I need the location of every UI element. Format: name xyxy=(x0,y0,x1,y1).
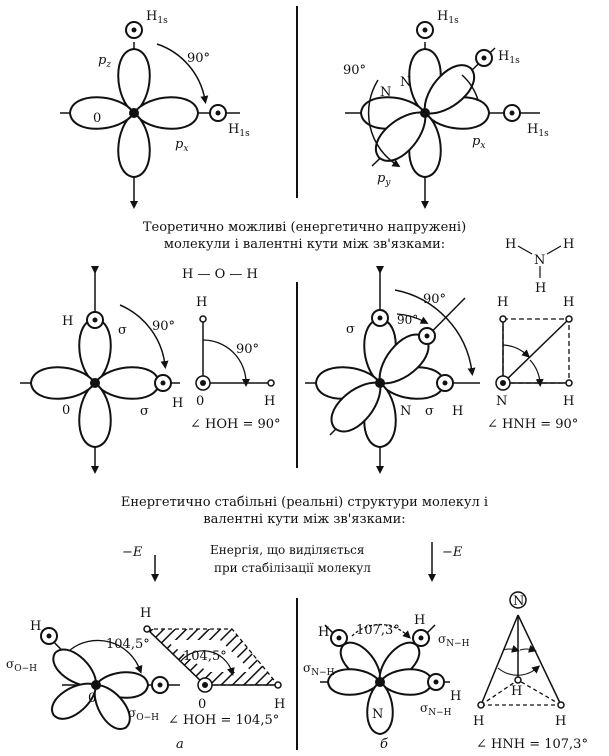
schema-angle-label: 90° xyxy=(236,342,259,357)
py-label: py xyxy=(377,171,391,188)
angle-label: 90° xyxy=(423,292,446,307)
angle-result: ∠ HOH = 90° xyxy=(190,417,281,432)
water-real-scheme xyxy=(143,625,282,693)
schema-h-label: H xyxy=(563,295,574,310)
schema-o-label: 0 xyxy=(198,697,206,712)
px-label: px xyxy=(472,134,485,151)
angle-result: ∠ HNH = 107,3° xyxy=(476,737,588,752)
nitrogen-label: N xyxy=(372,707,383,722)
hydrogen-label: H xyxy=(452,404,463,419)
nitrogen-label: N xyxy=(400,75,411,90)
h1s-label: H1s xyxy=(527,122,549,139)
oxygen-label: 0 xyxy=(88,691,96,706)
h1s-label: H1s xyxy=(146,9,168,26)
ammonia-pyramid xyxy=(477,591,565,709)
angle-label: 90° xyxy=(343,63,366,78)
schema-angle-label: 104,5° xyxy=(183,649,227,664)
h1s-label: H1s xyxy=(437,9,459,26)
hydrogen-1s-orbital xyxy=(475,49,493,67)
schema-h-label: H xyxy=(196,295,207,310)
hydrogen-1s-orbital xyxy=(503,104,521,122)
hydrogen-1s-orbital xyxy=(209,104,227,122)
sigma-label: σ xyxy=(140,404,149,419)
sigma-label: σN−H xyxy=(303,661,335,678)
caption-theoretical: Теоретично можливі (енергетично напружен… xyxy=(0,219,609,253)
hydrogen-label: H xyxy=(414,613,425,628)
hydrogen-label: H xyxy=(172,396,183,411)
pyramid-n-label: N xyxy=(513,594,524,609)
px-label: px xyxy=(175,137,188,154)
ammonia-formula xyxy=(517,245,562,278)
caption-line: Теоретично можливі (енергетично напружен… xyxy=(142,220,467,235)
pz-label: pz xyxy=(98,53,111,70)
angle-label: 107,3° xyxy=(356,623,400,638)
hydrogen-label: H xyxy=(62,314,73,329)
schema-h-label: H xyxy=(497,295,508,310)
ammonia-h: H xyxy=(535,281,546,296)
ammonia-orbital-overlap xyxy=(305,266,480,474)
ammonia-h: H xyxy=(505,237,516,252)
h1s-label: H1s xyxy=(228,122,250,139)
pyramid-h-label: H xyxy=(473,714,484,729)
schema-h-label: H xyxy=(140,606,151,621)
ammonia-bond-scheme xyxy=(495,315,573,391)
sigma-label: σO−H xyxy=(128,706,159,723)
sigma-label: σ xyxy=(425,404,434,419)
energy-note: при стабілізації молекул xyxy=(214,561,371,575)
hydrogen-label: H xyxy=(318,625,329,640)
angle-label: 90° xyxy=(397,313,418,327)
hydrogen-1s-orbital xyxy=(416,21,434,39)
sigma-label: σO−H xyxy=(6,657,37,674)
nitrogen-label: N xyxy=(400,404,411,419)
energy-arrows xyxy=(151,542,436,582)
sigma-label: σ xyxy=(118,323,127,338)
schema-h-label: H xyxy=(274,697,285,712)
oxygen-label: 0 xyxy=(62,403,70,418)
h1s-label: H1s xyxy=(498,49,520,66)
caption-line: молекули і валентні кути між зв'язками: xyxy=(163,237,446,252)
ammonia-h: H xyxy=(563,237,574,252)
caption-line: Енергетично стабільні (реальні) структур… xyxy=(120,495,489,510)
sigma-label: σ xyxy=(346,322,355,337)
nitrogen-label: N xyxy=(380,85,391,100)
ammonia-real-structure xyxy=(320,623,450,735)
oxygen-label: 0 xyxy=(93,111,101,126)
hydrogen-label: H xyxy=(450,689,461,704)
sigma-label: σN−H xyxy=(420,701,452,718)
schema-n-label: N xyxy=(496,394,507,409)
nitrogen-p-orbitals xyxy=(345,21,540,209)
caption-line: валентні кути між зв'язками: xyxy=(203,512,406,527)
schema-o-label: 0 xyxy=(196,394,204,409)
hydrogen-label: H xyxy=(30,619,41,634)
pyramid-h-label: H xyxy=(511,684,522,699)
schema-h-label: H xyxy=(563,394,574,409)
sigma-label: σN−H xyxy=(438,632,470,649)
hydrogen-1s-orbital xyxy=(125,21,143,39)
water-real-structure xyxy=(40,627,180,736)
angle-result: ∠ HOH = 104,5° xyxy=(168,713,279,728)
panel-label: a xyxy=(176,737,184,752)
caption-stable: Енергетично стабільні (реальні) структур… xyxy=(0,494,609,528)
angle-label: 90° xyxy=(152,319,175,334)
panel-label: б xyxy=(380,737,388,752)
pyramid-h-label: H xyxy=(555,714,566,729)
oxygen-p-orbitals xyxy=(60,21,240,209)
water-formula: H — O — H xyxy=(182,267,258,282)
energy-note: Енергія, що виділяється xyxy=(210,543,364,557)
angle-label: 90° xyxy=(187,51,210,66)
angle-result: ∠ HNH = 90° xyxy=(487,417,578,432)
energy-label: −E xyxy=(122,545,143,560)
energy-label: −E xyxy=(442,545,463,560)
ammonia-n: N xyxy=(534,253,545,268)
water-orbital-overlap xyxy=(20,266,180,474)
water-bond-scheme xyxy=(195,315,275,391)
angle-label: 104,5° xyxy=(106,637,150,652)
schema-h-label: H xyxy=(264,394,275,409)
